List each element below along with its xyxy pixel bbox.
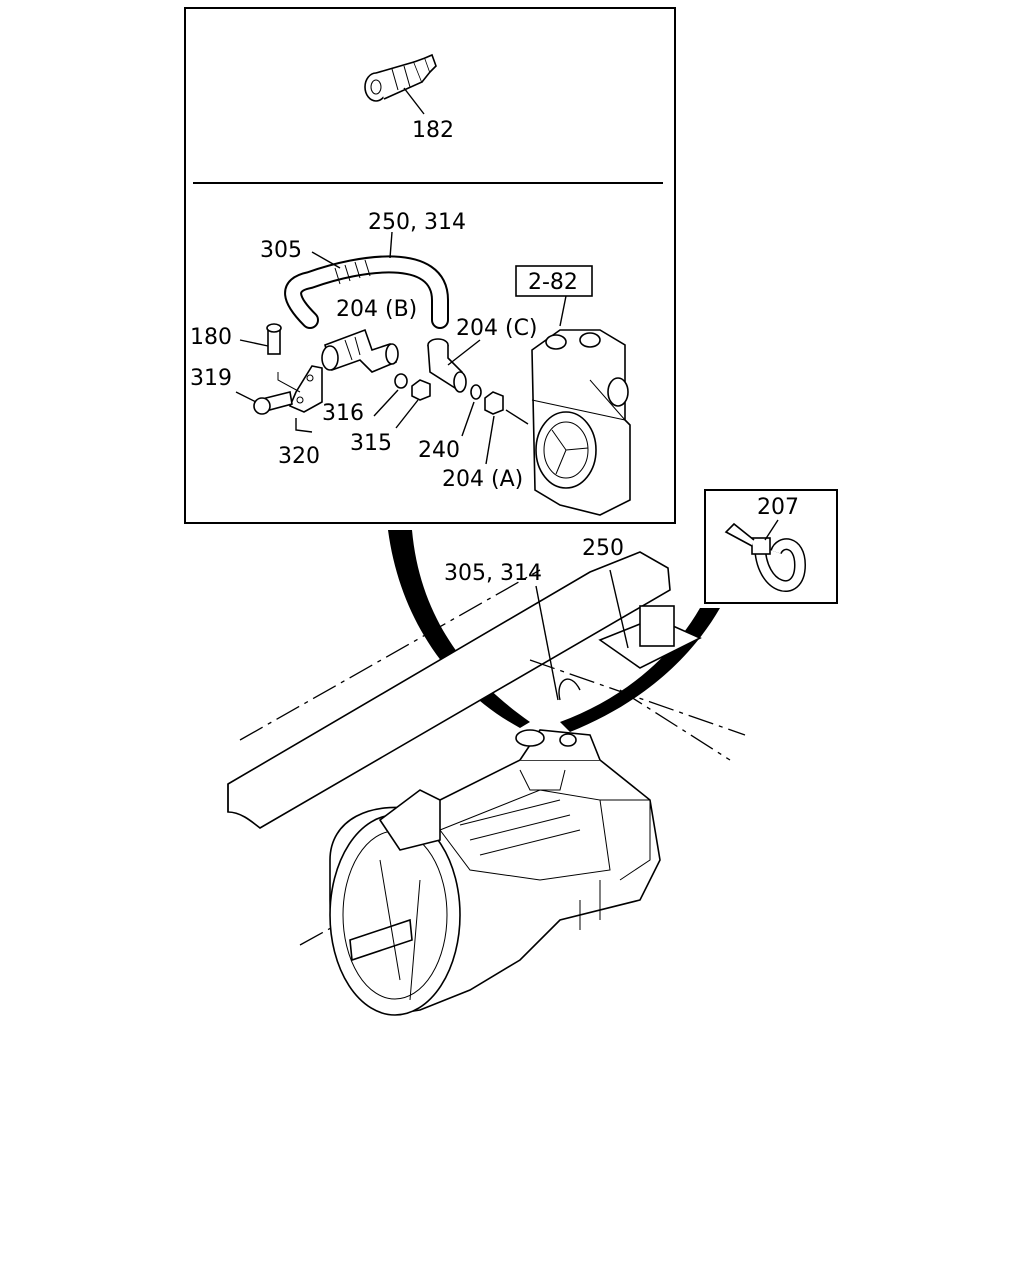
callout-319: 319 bbox=[190, 366, 232, 391]
tee-fitting-204b bbox=[321, 328, 399, 373]
callout-182: 182 bbox=[412, 118, 454, 143]
callout-240: 240 bbox=[418, 438, 460, 463]
callout-305: 305 bbox=[260, 238, 302, 263]
tie-strap-inset bbox=[704, 489, 838, 604]
pressure-switch-182 bbox=[364, 53, 437, 115]
bracket-hardware bbox=[235, 323, 323, 433]
hose-assembly bbox=[284, 231, 449, 329]
callout-250: 250 bbox=[582, 536, 624, 561]
callout-305-314: 305, 314 bbox=[444, 561, 542, 586]
callout-207: 207 bbox=[757, 495, 799, 520]
detail-box bbox=[184, 7, 676, 524]
callout-180: 180 bbox=[190, 325, 232, 350]
washers-and-nuts bbox=[373, 373, 529, 465]
callout-204a: 204 (A) bbox=[442, 467, 523, 492]
callout-315: 315 bbox=[350, 431, 392, 456]
transmission bbox=[329, 678, 661, 1016]
chassis-frame bbox=[227, 551, 746, 946]
valve-block bbox=[515, 265, 631, 516]
elbow-fitting-204c bbox=[427, 338, 481, 393]
callout-250-314: 250, 314 bbox=[368, 210, 466, 235]
callout-320: 320 bbox=[278, 444, 320, 469]
callout-labels: 182 250, 314 305 204 (B) 2-82 204 (C) 18… bbox=[190, 118, 799, 586]
callout-204b: 204 (B) bbox=[336, 297, 417, 322]
callout-204c: 204 (C) bbox=[456, 316, 538, 341]
callout-316: 316 bbox=[322, 401, 364, 426]
callout-ref-2-82: 2-82 bbox=[528, 270, 578, 295]
